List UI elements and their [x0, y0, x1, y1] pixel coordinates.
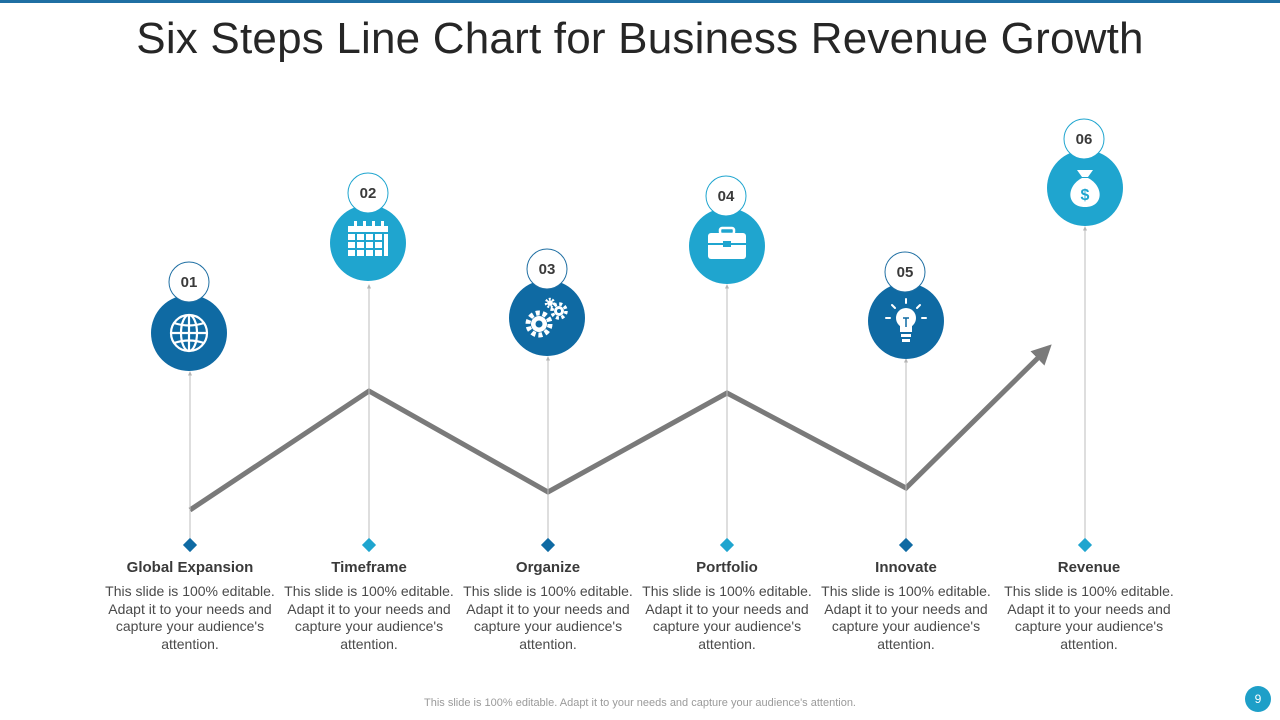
- step-diamond: [719, 537, 735, 553]
- briefcase-icon: [708, 226, 746, 259]
- page-title: Six Steps Line Chart for Business Revenu…: [136, 14, 1144, 63]
- step-label-organize: Organize: [515, 559, 581, 576]
- step-04-node: 04: [689, 175, 765, 284]
- step-number: 02: [360, 185, 377, 202]
- step-description: This slide is 100% editable. Adapt it to…: [105, 583, 275, 652]
- growth-line: [188, 344, 1052, 513]
- step-description: This slide is 100% editable. Adapt it to…: [1004, 583, 1174, 652]
- step-number: 05: [897, 264, 914, 281]
- step-diamond: [1077, 537, 1093, 553]
- step-label-innovate: Innovate: [875, 559, 937, 576]
- step-diamond: [898, 537, 914, 553]
- gears-icon: [525, 297, 568, 338]
- step-number: 01: [181, 274, 198, 291]
- step-label-revenue: Revenue: [1057, 559, 1121, 576]
- step-03-node: 03: [509, 248, 585, 356]
- step-diamond: [361, 537, 377, 553]
- step-label-global-expansion: Global Expansion: [126, 559, 254, 576]
- step-number: 04: [718, 188, 735, 205]
- step-01-node: 01: [151, 261, 227, 371]
- svg-text:$: $: [1081, 187, 1090, 204]
- step-label-portfolio: Portfolio: [696, 559, 758, 576]
- globe-icon: [169, 313, 209, 353]
- step-description: This slide is 100% editable. Adapt it to…: [284, 583, 454, 652]
- money-bag-icon: $: [1070, 170, 1100, 207]
- step-description: This slide is 100% editable. Adapt it to…: [821, 583, 991, 652]
- step-number: 03: [539, 261, 556, 278]
- step-02-node: 02: [330, 172, 406, 281]
- step-05-node: 05: [868, 251, 944, 359]
- top-accent-bar: [0, 0, 1280, 3]
- step-description: This slide is 100% editable. Adapt it to…: [463, 583, 633, 652]
- step-06-node: $ 06: [1047, 118, 1123, 226]
- step-number: 06: [1076, 131, 1093, 148]
- lightbulb-icon: [885, 298, 927, 342]
- page-number-badge: 9: [1245, 686, 1271, 712]
- step-description: This slide is 100% editable. Adapt it to…: [642, 583, 812, 652]
- step-diamond: [540, 537, 556, 553]
- step-diamond: [182, 537, 198, 553]
- calendar-icon: [348, 221, 388, 256]
- footer-text: This slide is 100% editable. Adapt it to…: [424, 697, 856, 709]
- step-label-timeframe: Timeframe: [331, 559, 407, 576]
